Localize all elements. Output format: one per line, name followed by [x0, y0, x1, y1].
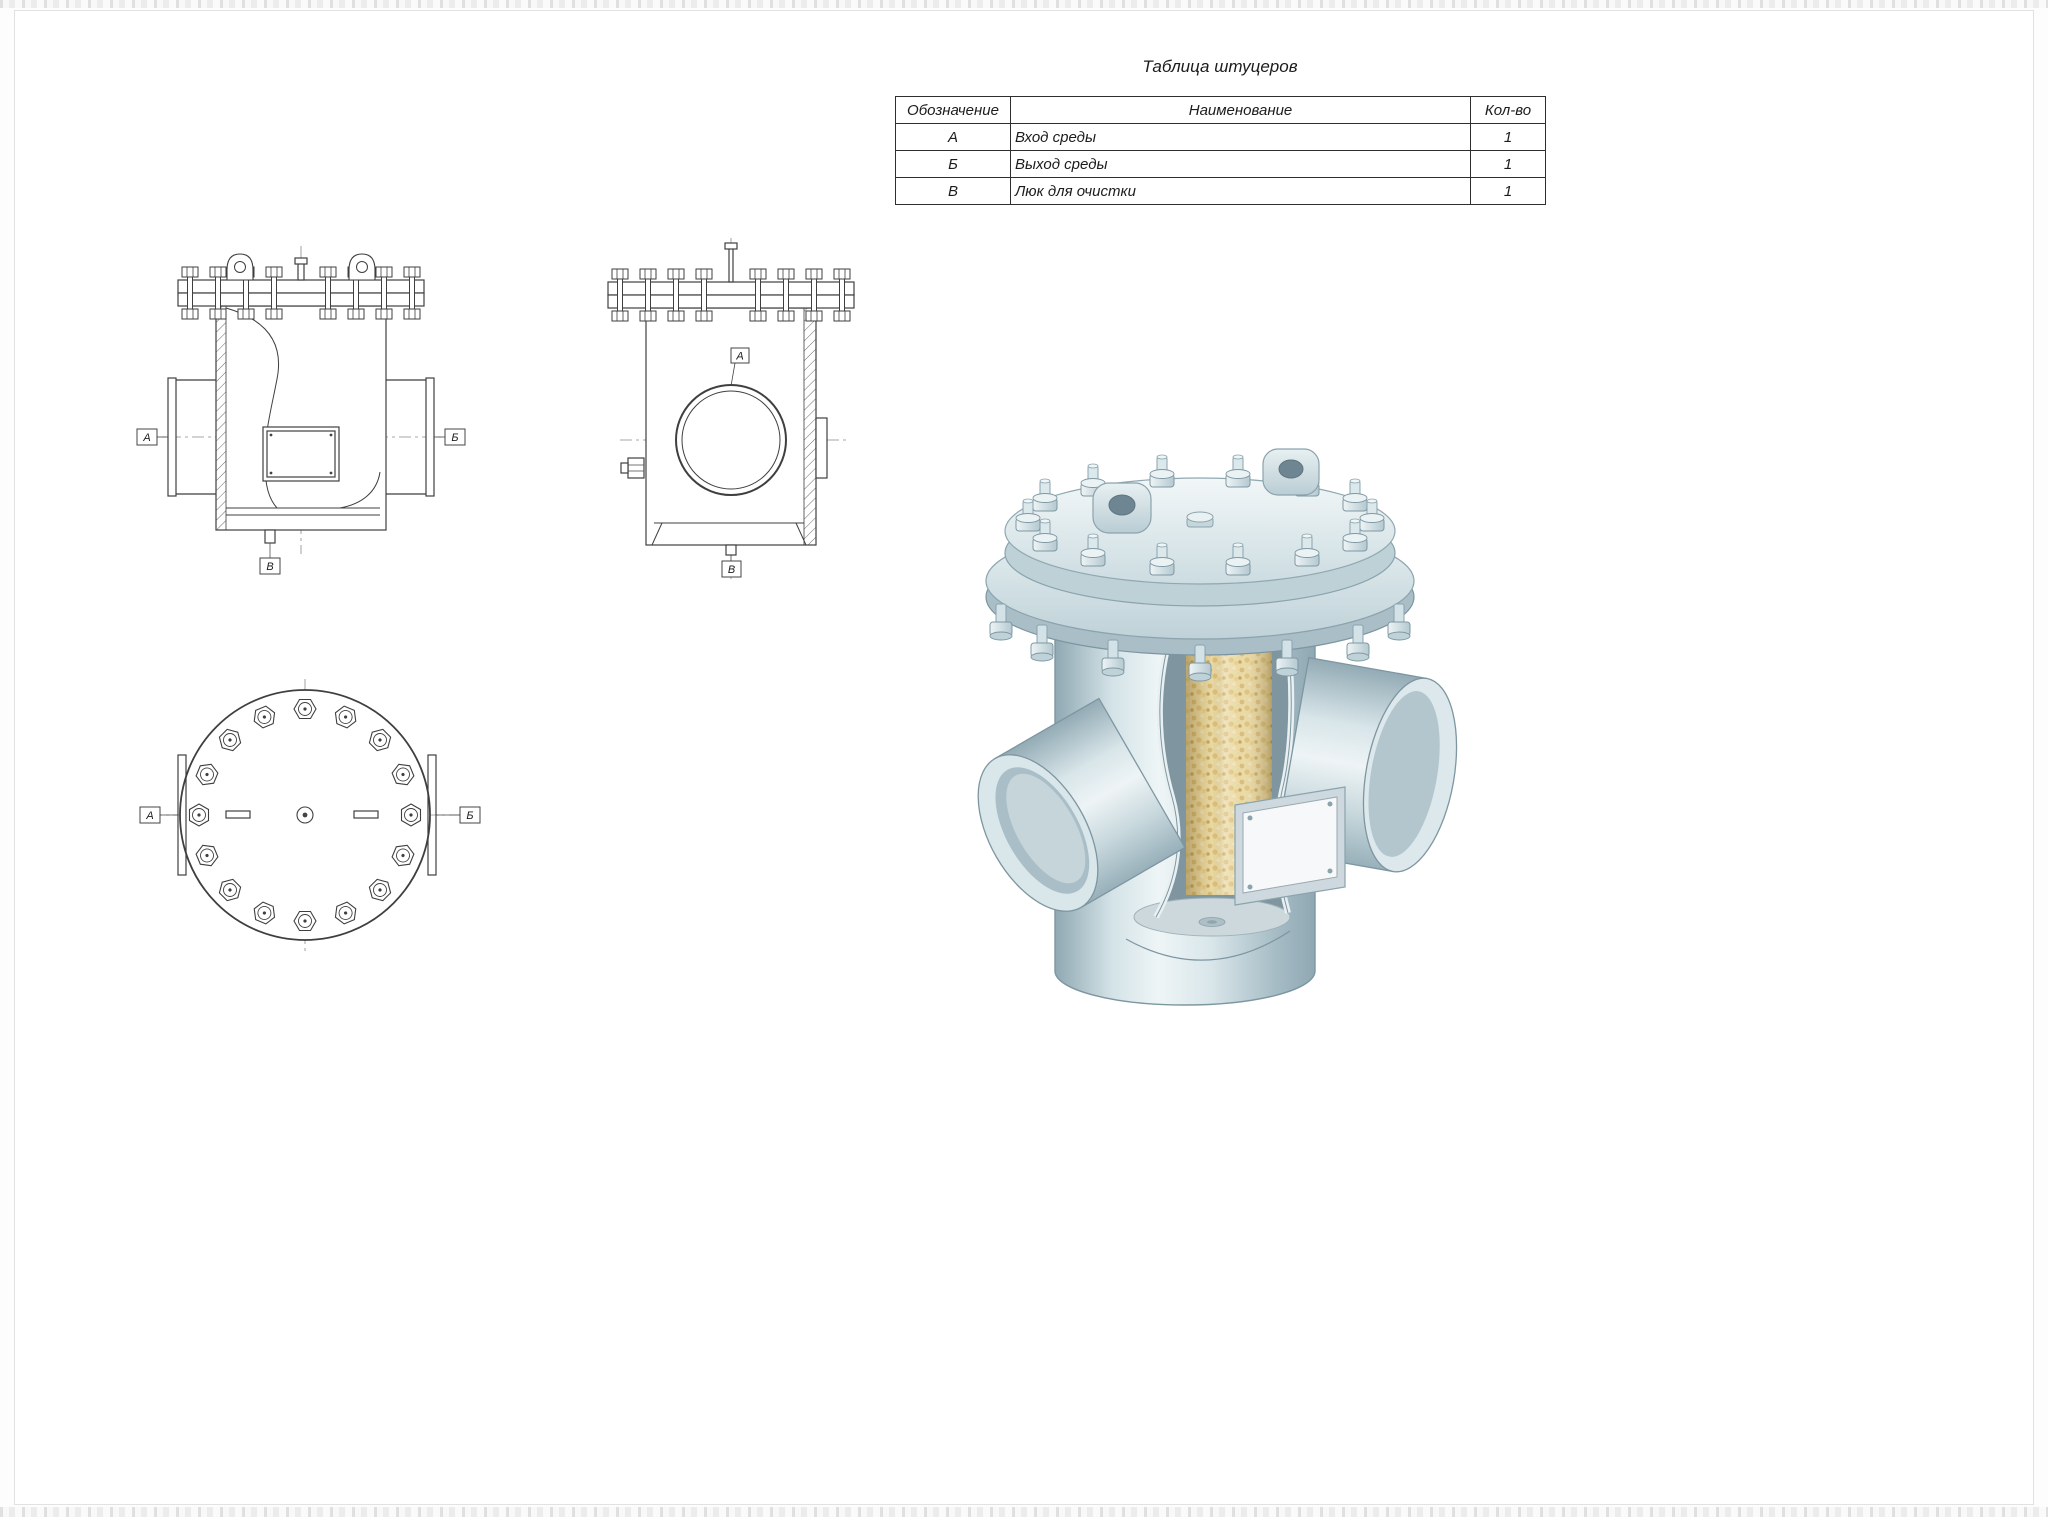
side-section-view: А В: [607, 238, 855, 582]
lifting-lug-3d: [1262, 448, 1320, 496]
nameplate-top-edge: [353, 810, 379, 819]
center-boss: [296, 806, 314, 824]
nozzle-table: Таблица штуцеров Обозначение Наименовани…: [895, 56, 1546, 205]
drain-stub: [264, 529, 276, 558]
label-b-text: Б: [466, 810, 473, 822]
top-flange-joint: [607, 242, 855, 322]
center-cap-3d: [1186, 511, 1214, 528]
cell-name: Вход среды: [1010, 123, 1471, 151]
cell-designation: А: [895, 123, 1011, 151]
cell-name: Выход среды: [1010, 150, 1471, 178]
top-flange-joint: [177, 253, 425, 320]
label-b-text: Б: [451, 432, 458, 444]
cell-designation: Б: [895, 150, 1011, 178]
label-inlet-a: А: [139, 806, 178, 824]
col-header-name: Наименование: [1010, 96, 1471, 124]
nameplate-top-edge: [225, 810, 251, 819]
vessel-body: [215, 305, 387, 531]
plan-view: А Б: [139, 679, 481, 953]
nameplate-3d: [1234, 786, 1346, 906]
cover-3d: [1004, 477, 1396, 607]
cell-designation: В: [895, 177, 1011, 205]
nameplate-edge: [815, 417, 828, 479]
pipe-inlet-3d: [977, 697, 1186, 912]
page-edge-bottom: [0, 1507, 2048, 1517]
label-inlet-a: А: [136, 428, 168, 446]
label-a-text: А: [145, 810, 153, 822]
table-header-row: Обозначение Наименование Кол-во: [895, 96, 1546, 124]
cell-name: Люк для очистки: [1010, 177, 1471, 205]
label-v-text: В: [266, 561, 273, 573]
cell-qty: 1: [1470, 150, 1546, 178]
isometric-render: [977, 448, 1458, 1006]
label-outlet-b: Б: [434, 428, 466, 446]
lifting-lug-3d: [1092, 482, 1152, 534]
table-row: А Вход среды 1: [895, 123, 1546, 151]
label-hatch-v: В: [721, 555, 742, 578]
cell-qty: 1: [1470, 177, 1546, 205]
label-a-text: А: [735, 351, 743, 363]
col-header-designation: Обозначение: [895, 96, 1011, 124]
label-outlet-b: Б: [436, 806, 481, 824]
cell-qty: 1: [1470, 123, 1546, 151]
vent-stud: [297, 261, 305, 281]
side-coupling: [620, 457, 645, 479]
page-edge-top: [0, 0, 2048, 8]
label-v-text: В: [728, 564, 735, 576]
col-header-qty: Кол-во: [1470, 96, 1546, 124]
drain-stub: [725, 544, 737, 556]
skirt-cut-edge: [1125, 930, 1291, 961]
nozzle-table-title: Таблица штуцеров: [1142, 57, 1298, 76]
table-row: В Люк для очистки 1: [895, 177, 1546, 205]
vent-stud: [728, 247, 734, 283]
bottom-plate-3d: [1133, 897, 1291, 937]
label-hatch-v: В: [259, 557, 281, 575]
front-section-view: А Б В: [136, 246, 466, 575]
label-a-text: А: [142, 432, 150, 444]
label-inlet-a: А: [730, 347, 750, 387]
nameplate: [262, 426, 340, 482]
inlet-opening: [675, 384, 787, 496]
table-row: Б Выход среды 1: [895, 150, 1546, 178]
